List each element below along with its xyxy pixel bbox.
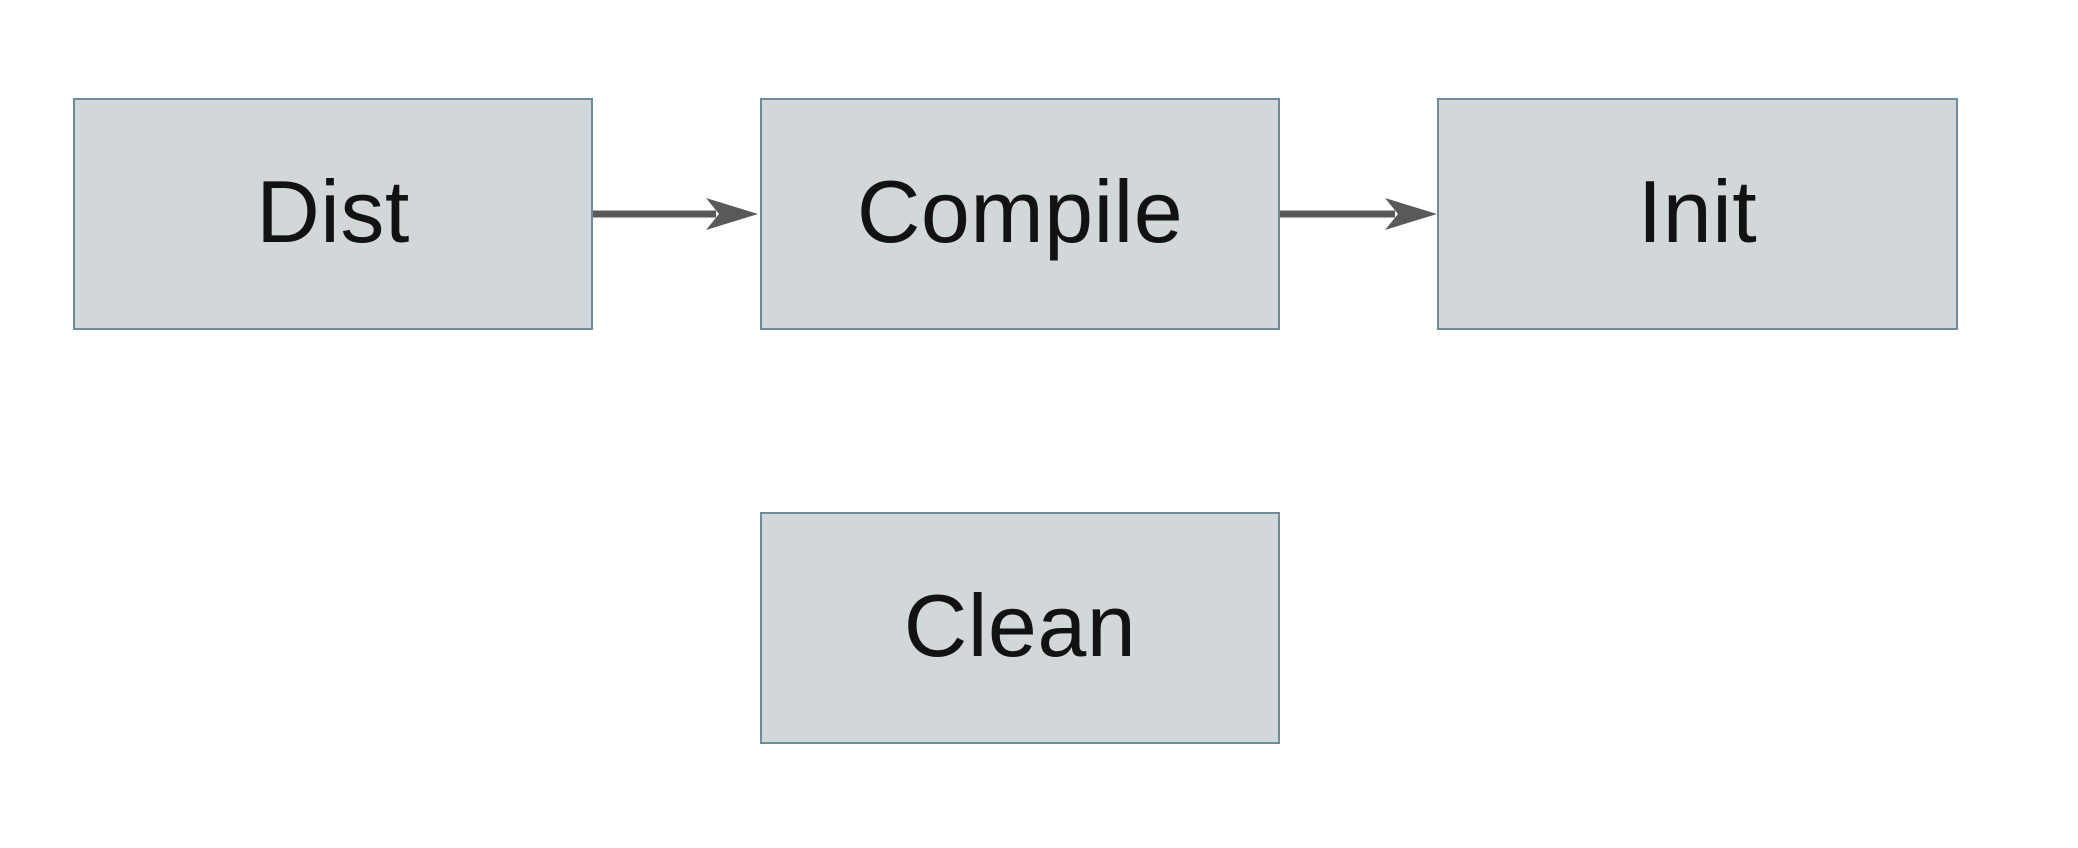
node-dist: Dist <box>73 98 593 330</box>
arrow-compile-to-init <box>1280 198 1437 230</box>
node-init-label: Init <box>1637 162 1758 261</box>
node-compile-label: Compile <box>856 162 1184 261</box>
node-compile: Compile <box>760 98 1280 330</box>
node-clean: Clean <box>760 512 1280 744</box>
arrow-dist-to-compile <box>593 198 758 230</box>
node-init: Init <box>1437 98 1958 330</box>
node-dist-label: Dist <box>256 162 410 261</box>
node-clean-label: Clean <box>903 576 1137 675</box>
